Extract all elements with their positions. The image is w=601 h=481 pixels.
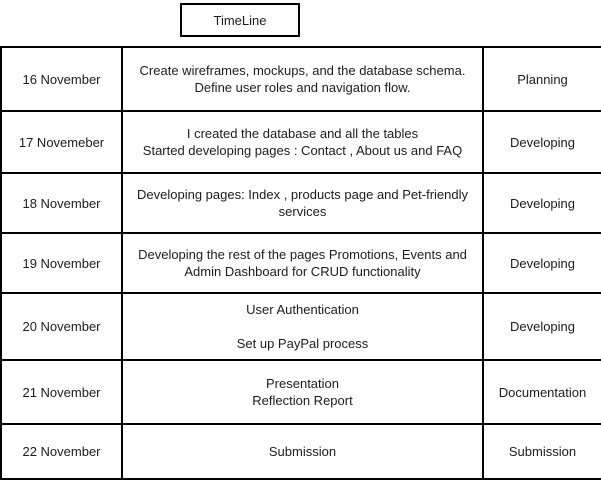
phase-cell: Documentation [482,359,601,425]
timeline-title: TimeLine [213,12,267,28]
timeline-table: 16 November Create wireframes, mockups, … [0,46,601,480]
description-cell: I created the database and all the table… [121,110,484,174]
table-row: 21 November Presentation Reflection Repo… [0,359,601,425]
table-row: 18 November Developing pages: Index , pr… [0,172,601,234]
phase-cell: Developing [482,232,601,294]
timeline-title-box: TimeLine [180,3,300,37]
description-cell: Developing pages: Index , products page … [121,172,484,234]
date-cell: 16 November [0,46,123,112]
phase-cell: Developing [482,292,601,361]
phase-cell: Developing [482,110,601,174]
date-cell: 22 November [0,423,123,480]
description-cell: User Authentication Set up PayPal proces… [121,292,484,361]
date-cell: 21 November [0,359,123,425]
table-row: 20 November User Authentication Set up P… [0,292,601,361]
date-cell: 18 November [0,172,123,234]
description-cell: Create wireframes, mockups, and the data… [121,46,484,112]
table-row: 17 Novemeber I created the database and … [0,110,601,174]
description-cell: Presentation Reflection Report [121,359,484,425]
table-row: 22 November Submission Submission [0,423,601,480]
description-cell: Developing the rest of the pages Promoti… [121,232,484,294]
phase-cell: Developing [482,172,601,234]
date-cell: 20 November [0,292,123,361]
date-cell: 19 November [0,232,123,294]
table-row: 16 November Create wireframes, mockups, … [0,46,601,112]
phase-cell: Planning [482,46,601,112]
phase-cell: Submission [482,423,601,480]
table-row: 19 November Developing the rest of the p… [0,232,601,294]
date-cell: 17 Novemeber [0,110,123,174]
description-cell: Submission [121,423,484,480]
